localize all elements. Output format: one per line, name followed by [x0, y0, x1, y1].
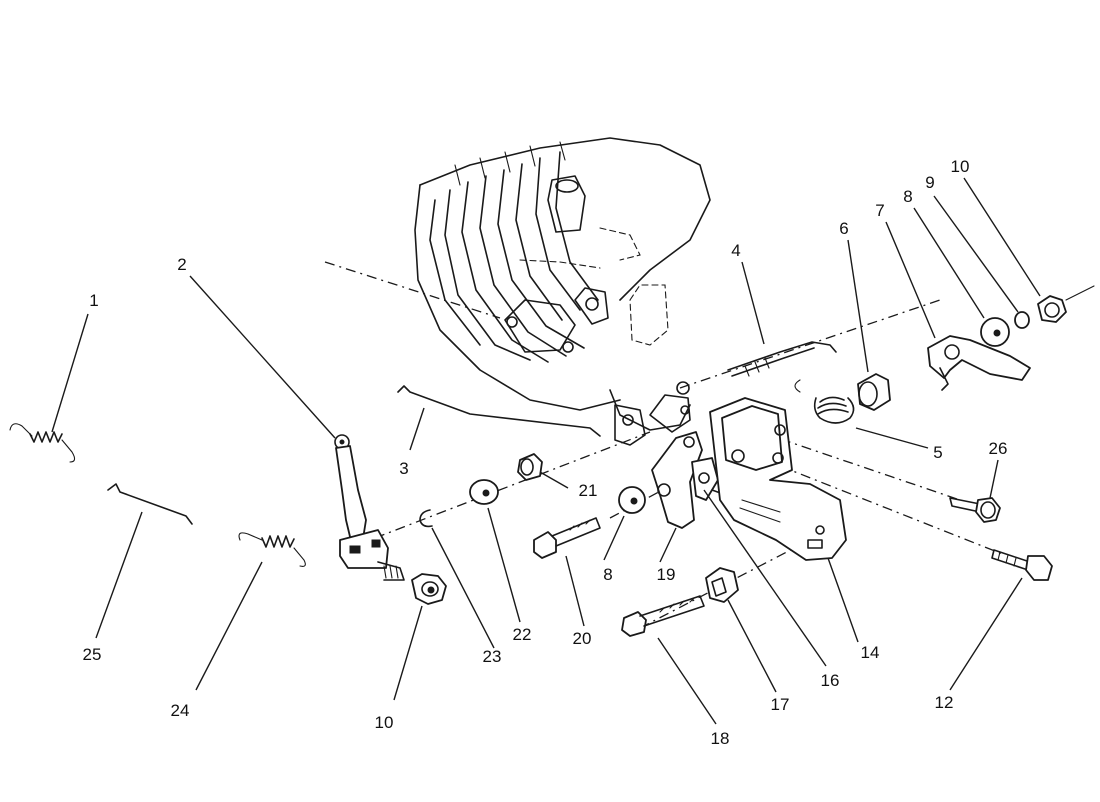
part-14-plate — [709, 397, 847, 561]
callout-17: 17 — [771, 695, 790, 714]
callout-22: 22 — [513, 625, 532, 644]
part-5-spring — [794, 379, 855, 424]
part-16-bracket — [691, 457, 741, 501]
part-20-bolt — [533, 517, 601, 559]
callout-16: 16 — [821, 671, 840, 690]
callout-14: 14 — [861, 643, 880, 662]
callout-8-lower: 8 — [603, 565, 612, 584]
callout-26: 26 — [989, 439, 1008, 458]
callout-24: 24 — [171, 701, 190, 720]
callout-6: 6 — [839, 219, 848, 238]
callout-8-upper: 8 — [903, 187, 912, 206]
callout-5: 5 — [933, 443, 942, 462]
engine-block — [414, 137, 711, 446]
part-18-bolt — [621, 595, 705, 637]
part-19-link — [651, 431, 703, 529]
callout-4: 4 — [731, 241, 740, 260]
part-22-washer — [469, 479, 499, 505]
part-1-spring — [9, 423, 76, 463]
callout-9: 9 — [925, 173, 934, 192]
part-4-rod — [727, 341, 837, 377]
part-24-spring — [238, 532, 306, 567]
callout-10-lower: 10 — [375, 713, 394, 732]
part-21-bushing — [517, 453, 543, 481]
part-26-bolt — [949, 497, 1001, 523]
part-10-nut-upper — [1037, 285, 1095, 323]
part-10-nut-left — [411, 573, 447, 605]
callout-20: 20 — [573, 629, 592, 648]
part-23-clip — [419, 509, 433, 528]
callout-21: 21 — [579, 481, 598, 500]
part-7-lever — [927, 335, 1031, 391]
callout-18: 18 — [711, 729, 730, 748]
part-25-rod — [107, 483, 193, 525]
callout-10-upper: 10 — [951, 157, 970, 176]
part-3-rod — [397, 385, 601, 437]
part-9-lock-washer — [1014, 311, 1030, 329]
part-17-clip — [705, 567, 739, 603]
part-12-bolt — [991, 549, 1053, 581]
part-8-washer-upper — [980, 317, 1010, 347]
callout-25: 25 — [83, 645, 102, 664]
callout-2: 2 — [177, 255, 186, 274]
callout-7: 7 — [875, 201, 884, 220]
callout-leaders — [51, 177, 1041, 725]
callout-19: 19 — [657, 565, 676, 584]
callout-23: 23 — [483, 647, 502, 666]
callout-3: 3 — [399, 459, 408, 478]
part-2-lever — [334, 434, 405, 581]
part-6-bushing — [857, 373, 891, 411]
callout-1: 1 — [89, 291, 98, 310]
part-8-washer-lower — [618, 486, 646, 514]
callout-12: 12 — [935, 693, 954, 712]
callout-labels: 1 2 3 4 5 6 7 8 8 9 10 10 12 14 16 17 18… — [83, 157, 1008, 748]
